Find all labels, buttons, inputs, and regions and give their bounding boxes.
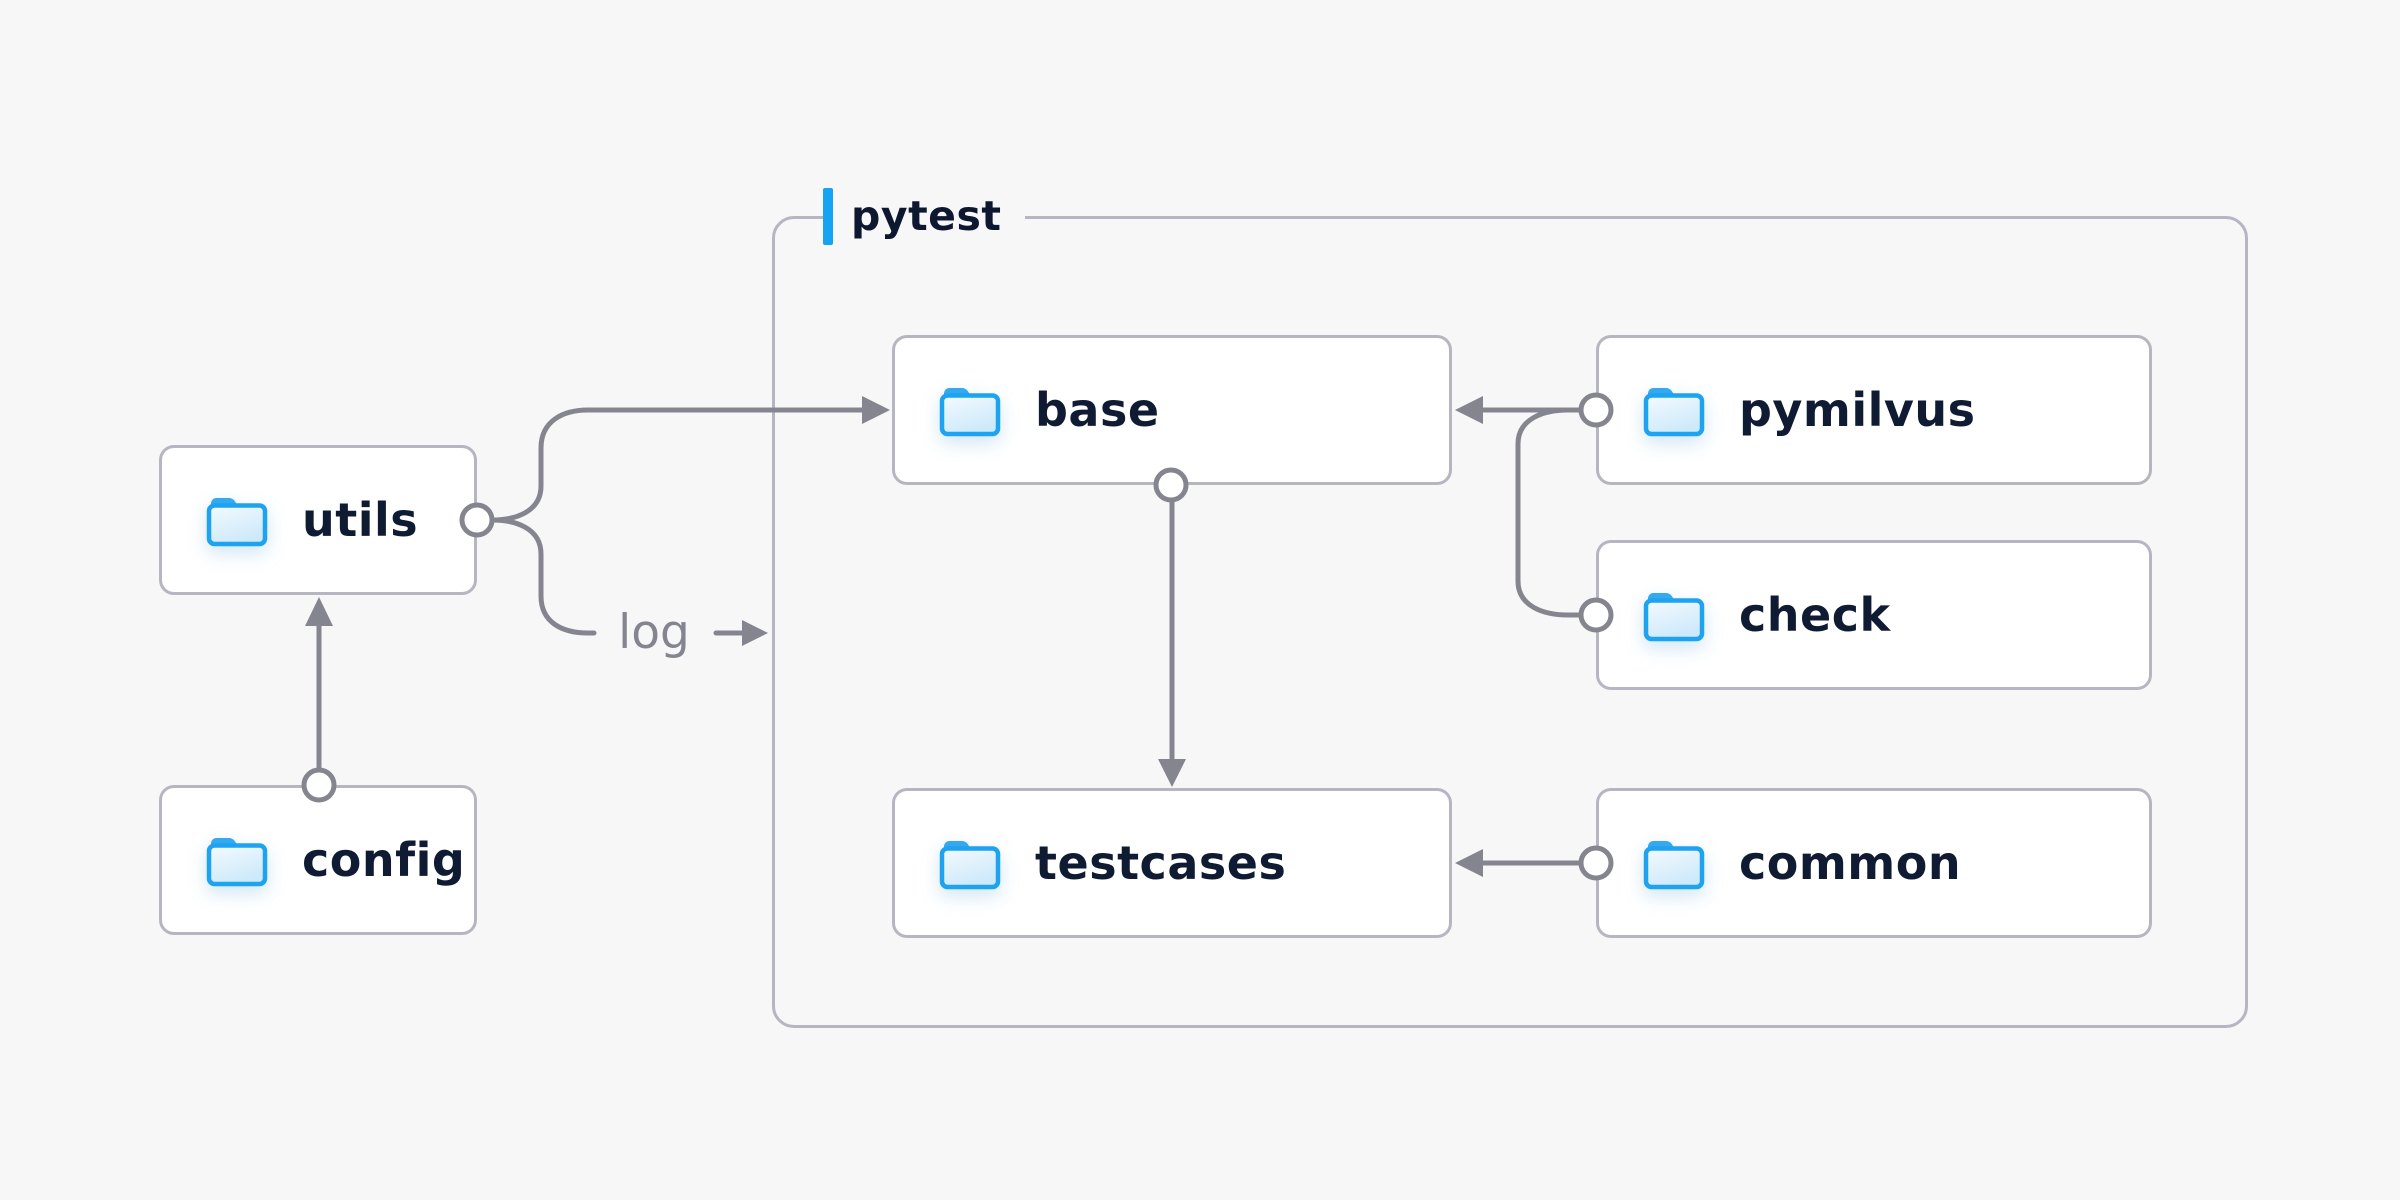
folder-icon bbox=[1641, 382, 1707, 438]
node-utils: utils bbox=[159, 445, 477, 595]
pytest-group-label: pytest bbox=[823, 185, 1026, 247]
edge-utils-log bbox=[489, 517, 597, 636]
folder-icon bbox=[204, 492, 270, 548]
node-testcases: testcases bbox=[892, 788, 1452, 938]
node-common: common bbox=[1596, 788, 2152, 938]
node-label: config bbox=[302, 833, 466, 887]
node-label: check bbox=[1739, 588, 1891, 642]
node-label: utils bbox=[302, 493, 419, 547]
node-label: pymilvus bbox=[1739, 383, 1976, 437]
pytest-group bbox=[772, 216, 2248, 1028]
node-check: check bbox=[1596, 540, 2152, 690]
folder-icon bbox=[937, 382, 1003, 438]
folder-icon bbox=[1641, 587, 1707, 643]
arrowhead-into-utils bbox=[305, 597, 333, 626]
folder-icon bbox=[204, 832, 270, 888]
node-pymilvus: pymilvus bbox=[1596, 335, 2152, 485]
arrowhead-into-pytest-group bbox=[742, 620, 768, 646]
node-config: config bbox=[159, 785, 477, 935]
folder-icon bbox=[1641, 835, 1707, 891]
pytest-group-label-text: pytest bbox=[851, 192, 1002, 240]
label-accent-bar bbox=[823, 187, 833, 245]
node-base: base bbox=[892, 335, 1452, 485]
folder-icon bbox=[937, 835, 1003, 891]
node-label: common bbox=[1739, 836, 1962, 890]
node-label: testcases bbox=[1035, 836, 1287, 890]
node-label: base bbox=[1035, 383, 1160, 437]
edge-label-log: log bbox=[618, 605, 690, 660]
